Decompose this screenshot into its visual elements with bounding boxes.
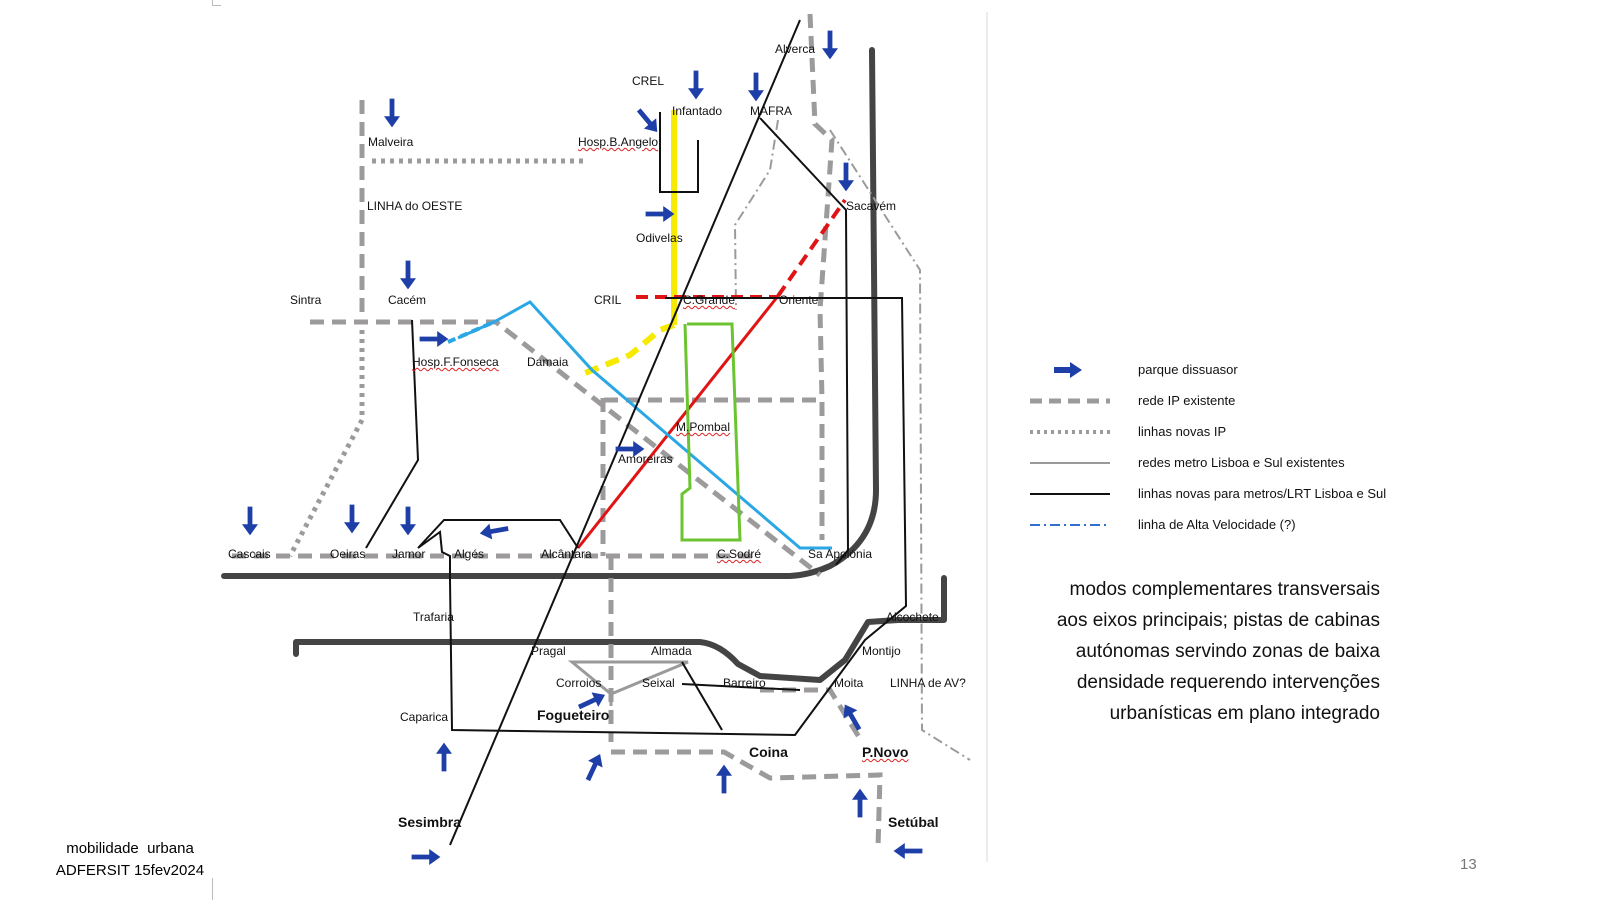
- station-label-p-novo: P.Novo: [862, 744, 909, 760]
- legend-item: parque dissuasor: [1030, 360, 1450, 391]
- station-label-cascais: Cascais: [228, 547, 271, 561]
- park-and-ride-arrow-icon: [1054, 362, 1082, 378]
- legend-label: linha de Alta Velocidade (?): [1138, 517, 1296, 532]
- station-label-pragal: Pragal: [531, 644, 566, 658]
- legend: parque dissuasor rede IP existente linha…: [1030, 360, 1450, 546]
- station-label-setubal: Setúbal: [888, 814, 939, 830]
- main-axes: [221, 47, 947, 683]
- station-label-amoreiras: Amoreiras: [618, 452, 673, 466]
- caption-text: modos complementares transversais aos ei…: [1010, 574, 1380, 729]
- legend-label: parque dissuasor: [1138, 362, 1238, 377]
- station-label-c-grande: C.Grande: [683, 293, 736, 307]
- station-label-c-sodre: C.Sodré: [717, 547, 762, 561]
- station-label-barreiro: Barreiro: [723, 676, 766, 690]
- station-label-sa-apolonia: Sa Apolónia: [808, 547, 873, 561]
- legend-label: redes metro Lisboa e Sul existentes: [1138, 455, 1345, 470]
- legend-item: rede IP existente: [1030, 391, 1450, 422]
- station-label-alcochete: Alcochete: [886, 610, 939, 624]
- station-label-jamor: Jamor: [392, 547, 426, 561]
- station-label-infantado: Infantado: [672, 104, 723, 118]
- legend-label: rede IP existente: [1138, 393, 1236, 408]
- north-bank-axis: [221, 47, 879, 579]
- corner-mark-bottom: [212, 878, 221, 900]
- legend-item: linhas novas IP: [1030, 422, 1450, 453]
- footer: mobilidade urbana ADFERSIT 15fev2024: [30, 838, 230, 882]
- station-label-sesimbra: Sesimbra: [398, 814, 462, 830]
- caption-line: aos eixos principais; pistas de cabinas: [1056, 610, 1380, 631]
- caption-line: urbanísticas em plano integrado: [1109, 703, 1380, 724]
- station-label-m-pombal: M.Pombal: [676, 420, 731, 434]
- legend-item: linhas novas para metros/LRT Lisboa e Su…: [1030, 484, 1450, 515]
- page-number: 13: [1460, 856, 1477, 873]
- station-label-alverca: Alverca: [775, 42, 816, 56]
- station-label-coina: Coina: [749, 744, 788, 760]
- station-label-sintra: Sintra: [290, 293, 322, 307]
- station-label-alges: Algés: [454, 547, 485, 561]
- dashed-gray-line-icon: [1030, 398, 1110, 404]
- station-label-corroios: Corroios: [556, 676, 602, 690]
- station-label-alcantara: Alcântara: [541, 547, 592, 561]
- transport-network-map: [221, 13, 971, 865]
- station-label-damaia: Damaia: [527, 355, 569, 369]
- station-label-mafra: MAFRA: [750, 104, 792, 118]
- new-metro-lrt-lines: [365, 19, 908, 846]
- caption-line: autónomas servindo zonas de baixa: [1075, 641, 1380, 662]
- caption-line: densidade requerendo intervenções: [1076, 672, 1380, 693]
- station-label-sacavem: Sacavém: [846, 199, 897, 213]
- column-divider: [986, 12, 988, 862]
- station-label-montijo: Montijo: [862, 644, 901, 658]
- station-label-linha-de-av: LINHA de AV?: [890, 676, 966, 690]
- metro-existing: [567, 660, 689, 706]
- legend-label: linhas novas para metros/LRT Lisboa e Su…: [1138, 486, 1387, 501]
- station-label-hosp-b-angelo: Hosp.B.Angelo: [578, 135, 659, 149]
- dashdot-blue-line-icon: [1030, 524, 1110, 526]
- station-label-crel-top: CREL: [632, 74, 665, 88]
- station-label-almada: Almada: [651, 644, 692, 658]
- red-line: [576, 295, 780, 549]
- caption-line: modos complementares transversais: [1069, 579, 1380, 600]
- footer-line: ADFERSIT 15fev2024: [55, 862, 205, 879]
- station-label-caparica: Caparica: [400, 710, 449, 724]
- station-label-malveira: Malveira: [368, 135, 414, 149]
- station-label-trafaria: Trafaria: [413, 610, 454, 624]
- blue-line-extension: [447, 320, 495, 344]
- yellow-line-extension: [578, 322, 676, 378]
- station-label-odivelas: Odivelas: [636, 231, 683, 245]
- station-label-moita: Moita: [834, 676, 864, 690]
- solid-black-line-icon: [1030, 493, 1110, 495]
- south-bank-axis: [293, 575, 947, 683]
- legend-item: redes metro Lisboa e Sul existentes: [1030, 453, 1450, 484]
- station-label-seixal: Seixal: [642, 676, 675, 690]
- ip-new-lines: [287, 158, 588, 558]
- corner-mark-top: [212, 0, 221, 6]
- solid-gray-line-icon: [1030, 462, 1110, 464]
- footer-line: mobilidade urbana: [66, 840, 194, 857]
- legend-item: linha de Alta Velocidade (?): [1030, 515, 1450, 546]
- station-label-cacem: Cacém: [388, 293, 427, 307]
- station-label-linha-do-oeste: LINHA do OESTE: [367, 199, 463, 213]
- station-label-hosp-f-fonseca: Hosp.F.Fonseca: [412, 355, 499, 369]
- station-label-oeiras: Oeiras: [330, 547, 366, 561]
- station-label-cril: CRIL: [594, 293, 622, 307]
- green-line: [680, 322, 742, 542]
- legend-label: linhas novas IP: [1138, 424, 1227, 439]
- dotted-gray-line-icon: [1030, 430, 1110, 434]
- high-speed-line: [733, 119, 971, 761]
- station-label-oriente: Oriente: [779, 293, 819, 307]
- station-label-fogueteiro: Fogueteiro: [537, 707, 610, 723]
